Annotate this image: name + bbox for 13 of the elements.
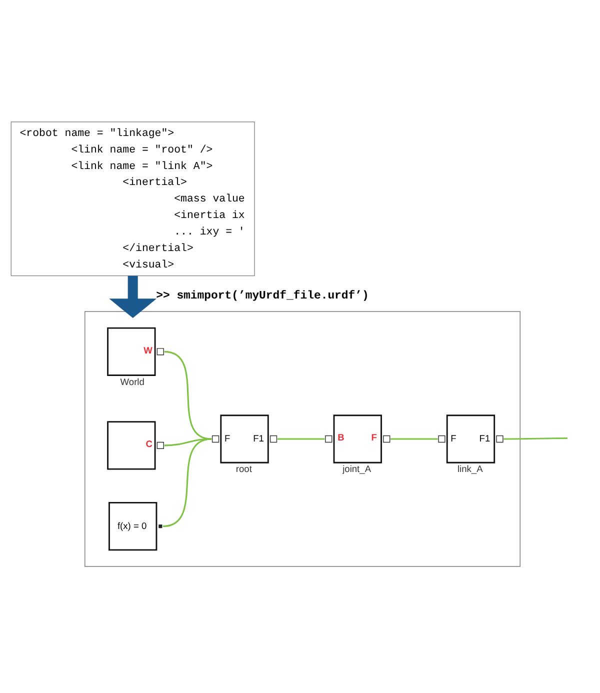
node-label: World [120, 376, 144, 386]
edge-label: >> smimport(’myUrdf_file.urdf’) [156, 289, 369, 302]
connector [277, 438, 325, 440]
node-label: joint_A [342, 464, 372, 474]
connector [162, 438, 212, 527]
connector [164, 438, 212, 446]
node-label: link_A [457, 464, 483, 474]
connector [504, 436, 568, 440]
node-box: <robot name = "linkage"> <link name = "root" /> <link name = "link A"> <inertial> <mass value <inertia ix ... ixy = ' </inertial> <visual> [10, 121, 255, 276]
cluster [84, 310, 521, 566]
node-label: root [236, 464, 252, 474]
arrow [109, 275, 157, 318]
connector [390, 438, 438, 440]
